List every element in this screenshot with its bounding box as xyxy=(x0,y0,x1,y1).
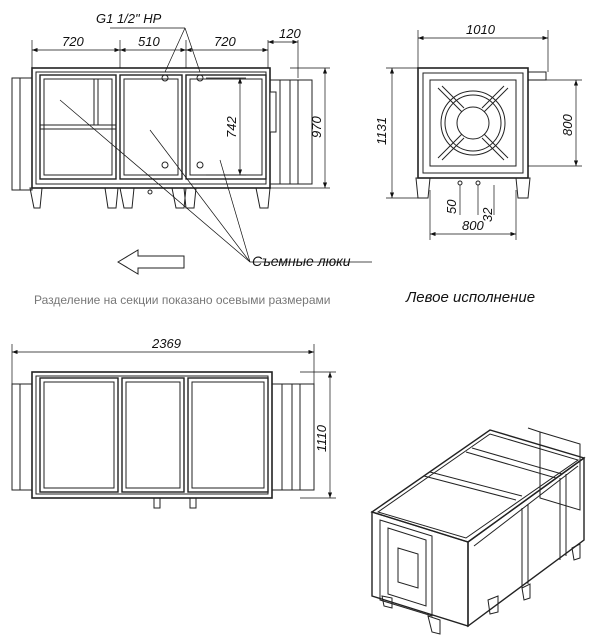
variant-label: Левое исполнение xyxy=(405,289,535,306)
isometric-view xyxy=(370,427,586,635)
dim-970: 970 xyxy=(309,116,324,138)
dim-720-a: 720 xyxy=(62,34,84,49)
airflow-arrow-icon xyxy=(117,249,185,275)
fan-icon xyxy=(440,90,506,156)
dim-800-side: 800 xyxy=(560,114,575,136)
top-body xyxy=(31,371,273,499)
dim-720-b: 720 xyxy=(214,34,236,49)
hatch-label: Съемные люки xyxy=(252,253,351,269)
dim-742: 742 xyxy=(224,116,239,138)
side-dim-lines xyxy=(386,30,582,240)
pipe-label: G1 1/2" НР xyxy=(96,11,162,26)
front-view xyxy=(11,67,313,209)
dim-2369: 2369 xyxy=(151,336,181,351)
dim-32: 32 xyxy=(480,207,495,222)
side-body xyxy=(417,67,529,179)
dim-1131: 1131 xyxy=(374,117,389,145)
front-dim-lines xyxy=(31,27,372,263)
dim-1110: 1110 xyxy=(314,424,329,452)
dim-510: 510 xyxy=(138,34,160,49)
dim-50: 50 xyxy=(444,199,459,214)
top-view xyxy=(11,371,315,509)
sections-note: Разделение на секции показано осевыми ра… xyxy=(34,293,330,307)
top-dim-lines xyxy=(11,344,336,499)
dim-1010: 1010 xyxy=(466,22,496,37)
dim-120: 120 xyxy=(279,26,301,41)
front-left-duct xyxy=(11,77,33,191)
dim-800-bottom: 800 xyxy=(462,218,484,233)
side-view xyxy=(415,67,547,199)
